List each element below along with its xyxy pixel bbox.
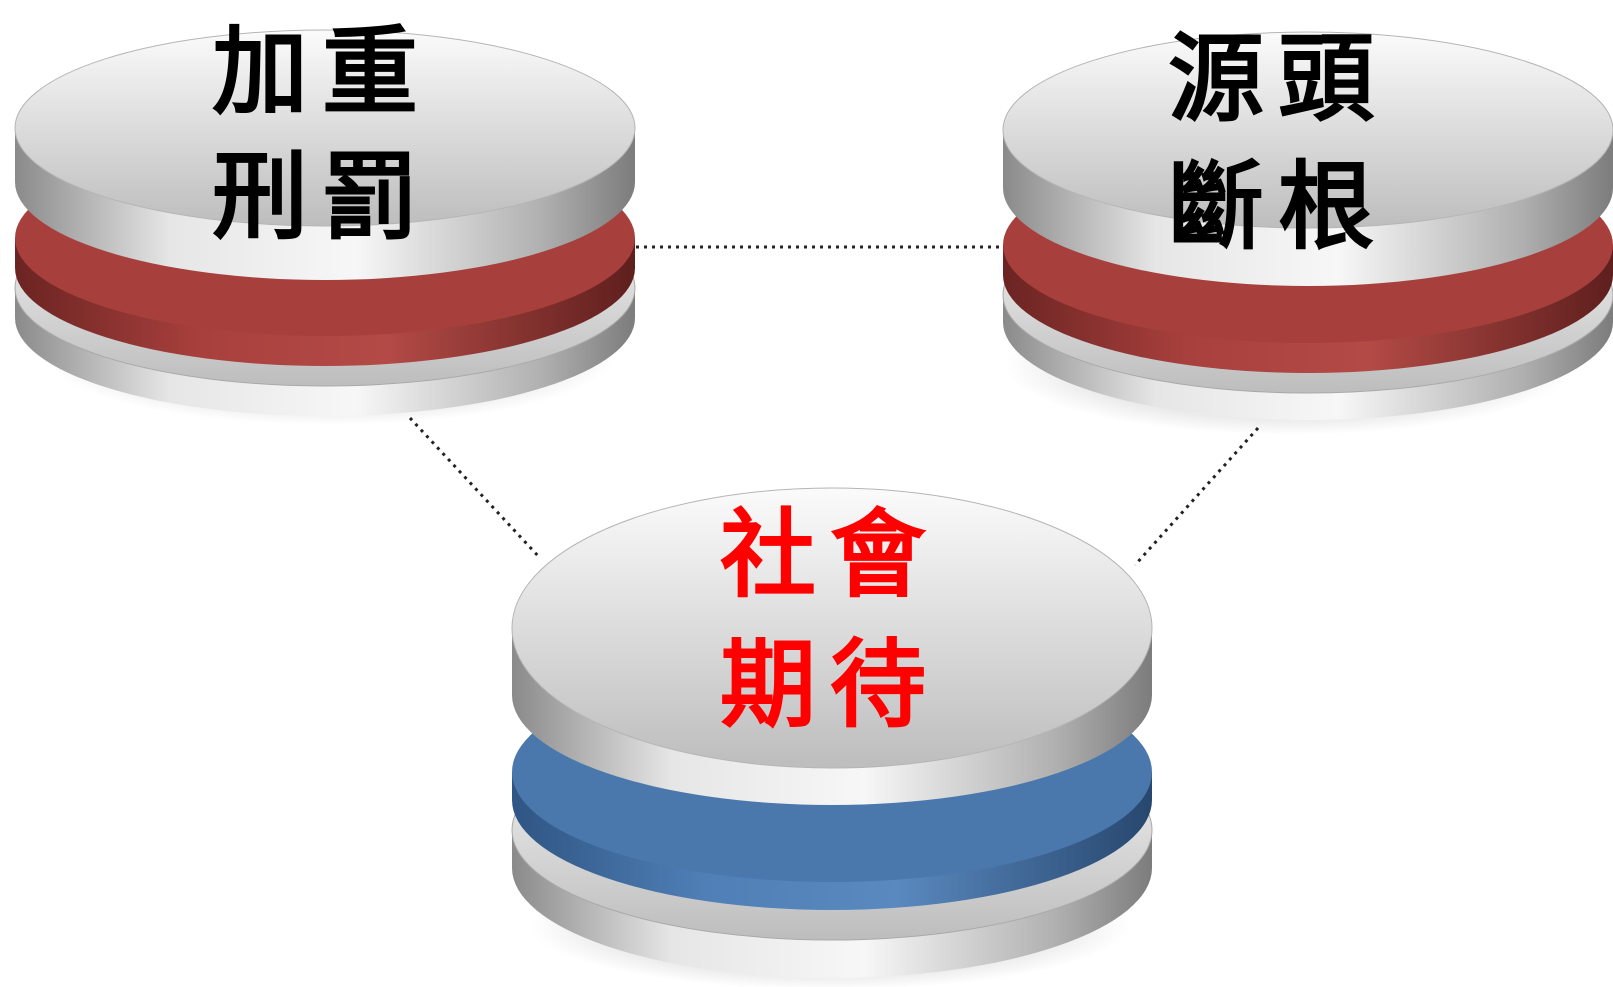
disk-stack-punishment: 加重 刑罰 — [14, 15, 636, 425]
connector-punishment-society — [408, 416, 542, 560]
disk-top-face — [1002, 31, 1613, 229]
disk-stack-society: 社會 期待 — [511, 487, 1153, 987]
disk-stack-root: 源頭 斷根 — [1002, 22, 1613, 435]
connector-root-society — [1133, 426, 1260, 567]
disk-label-line-2: 刑罰 — [212, 140, 432, 253]
disk-top-face — [14, 29, 636, 227]
connector-lines — [408, 245, 1260, 567]
disk-label-line-1: 源頭 — [1168, 22, 1388, 135]
disk-top-face — [511, 487, 1153, 769]
disk-label-line-1: 社會 — [720, 498, 940, 611]
disk-label-line-2: 期待 — [720, 628, 940, 741]
disk-label-line-1: 加重 — [212, 15, 432, 128]
disk-label-line-2: 斷根 — [1168, 150, 1388, 263]
